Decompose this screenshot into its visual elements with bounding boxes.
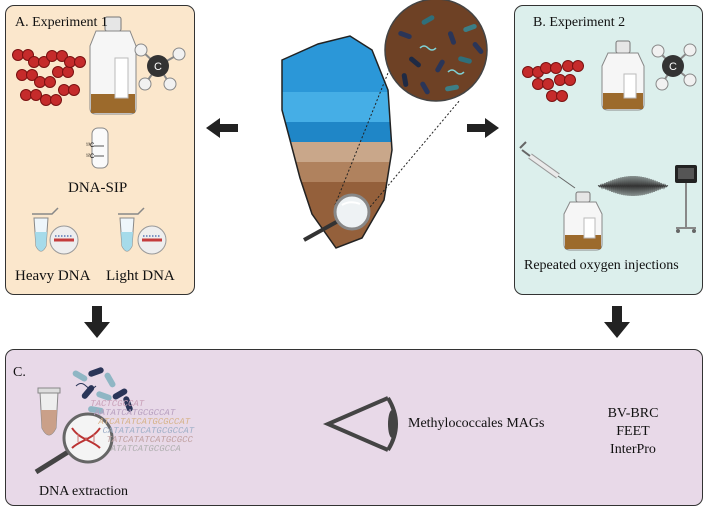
carbon-atom-label: C [154,61,162,73]
heavy-dna-tube-icon [32,207,79,255]
light-dna-label: Light DNA [106,268,175,284]
mags-label: Methylococcales MAGs [408,416,545,431]
culture-bottle-icon [563,191,603,251]
sequence-line: TATCATATCATGCGCC [105,434,194,445]
sequence-line: AATATCATGCGCCAT [93,407,177,418]
dna-helix-icon [71,427,101,449]
eppendorf-tube-icon [37,387,61,436]
panel-c-title: C. [13,365,26,380]
sequence-line: ATATCATGCGCCA [110,443,183,454]
microbes-icon [72,367,133,414]
heavy-dna-label: Heavy DNA [15,268,91,284]
magnifier-icon [303,193,371,242]
tube-mark-light: ¹²C [86,154,95,160]
sequence-line: ATCATATCATGCGCCAT [97,416,192,427]
light-dna-tube-icon [118,207,167,255]
culture-bottle-icon [601,40,645,111]
tool-interpro: InterPro [610,442,656,457]
oxygen-molecules-icon [12,49,86,106]
panel-analysis [5,349,703,506]
oxygen-injections-label: Repeated oxygen injections [524,258,679,273]
monitor-stand-icon [675,165,697,233]
carbon-atom-label: C [669,61,677,73]
sequence-line: TACTCGCCAT [89,398,146,409]
tool-feet: FEET [616,424,650,439]
tube-mark-heavy: ¹³C [86,143,95,149]
culture-bottle-icon [89,16,137,115]
centrifuge-tube-icon: ¹³C ¹²C [86,127,109,169]
methane-molecule-icon: C [134,43,186,91]
dna-sip-label: DNA-SIP [68,180,128,196]
microbes-icon [384,0,488,102]
lake-icon [281,35,393,249]
panel-b-title: B. Experiment 2 [533,15,626,30]
oxygen-molecules-icon [522,60,584,102]
syringe-icon [519,141,576,189]
sequence-line: CATATATCATGCGCCAT [101,425,196,436]
panel-a-title: A. Experiment 1 [15,15,108,30]
tool-bv-brc: BV-BRC [607,406,659,421]
dna-extraction-label: DNA extraction [39,484,129,499]
arrow-icon [84,118,630,338]
eye-icon [322,396,398,452]
sequence-text-icon: TACTCGCCATAATATCATGCGCCATATCATATCATGCGCC… [89,398,196,454]
methane-molecule-icon: C [651,43,697,91]
waveform-icon [597,175,669,197]
